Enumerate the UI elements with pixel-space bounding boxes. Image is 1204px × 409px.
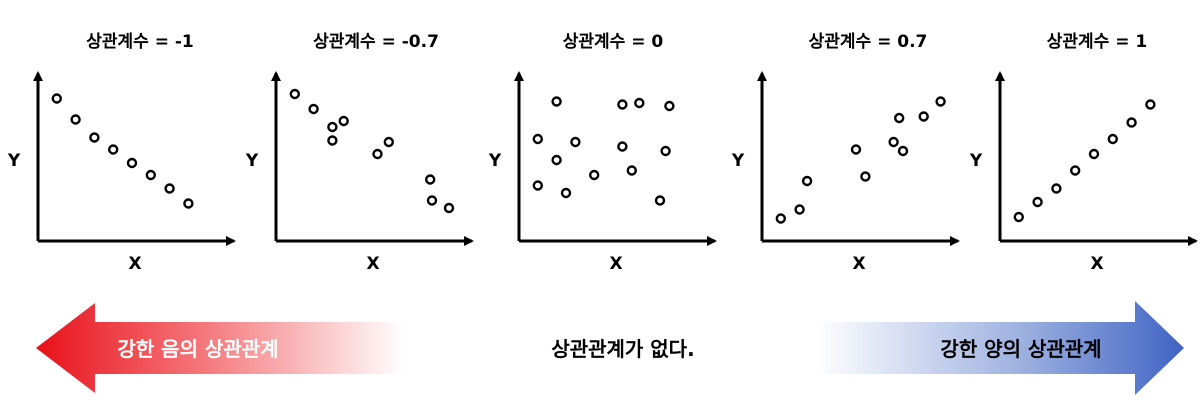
scatter-point	[107, 144, 119, 155]
scatter-panel-3: 상관계수 = 0 Y X	[488, 32, 717, 274]
scatter-point	[372, 148, 383, 160]
chart-title: 상관계수 = 0.7	[809, 32, 928, 52]
scatter-point	[551, 154, 562, 166]
y-axis-label: Y	[7, 151, 21, 171]
y-axis-label: Y	[245, 151, 259, 171]
scatter-point	[308, 103, 319, 115]
scatter-point	[443, 202, 455, 214]
positive-arrow-shape	[815, 301, 1184, 395]
scatter-point	[1088, 148, 1100, 160]
scatter-point	[935, 96, 946, 107]
scatter-point	[654, 195, 666, 206]
scatter-point	[426, 195, 438, 206]
scatter-point	[532, 180, 543, 191]
scatter-point	[1013, 211, 1024, 223]
scatter-point	[801, 175, 813, 187]
negative-correlation-label: 강한 음의 상관관계	[117, 337, 278, 361]
scatter-point	[183, 198, 194, 209]
scatter-point	[664, 100, 675, 112]
scatter-point	[425, 174, 436, 185]
scatter-point	[660, 145, 671, 157]
x-axis-label: X	[609, 254, 622, 274]
scatter-point	[1145, 99, 1156, 110]
scatter-point	[860, 171, 871, 182]
scatter-point	[1069, 165, 1081, 176]
scatter-panel-4: 상관계수 = 0.7Y X	[731, 32, 960, 274]
x-axis-label: X	[852, 254, 865, 274]
scatter-point	[289, 88, 300, 100]
scatter-point	[850, 144, 862, 155]
chart-title: 상관계수 = -1	[86, 32, 194, 52]
scatter-point	[589, 169, 600, 181]
scatter-point	[897, 145, 909, 157]
negative-correlation-arrow: 강한 음의 상관관계	[36, 303, 405, 393]
scatter-point	[1032, 196, 1043, 208]
positive-correlation-arrow: 강한 양의 상관관계	[815, 301, 1184, 395]
x-axis-label: X	[1090, 254, 1103, 274]
scatter-point	[338, 115, 349, 127]
negative-arrow-shape	[36, 303, 405, 393]
scatter-point	[560, 187, 572, 199]
scatter-point	[327, 121, 338, 133]
x-axis-label: X	[128, 254, 141, 274]
scatter-point	[164, 183, 175, 194]
x-axis-label: X	[366, 254, 379, 274]
scatter-point	[327, 135, 338, 146]
scatter-point	[145, 169, 157, 181]
positive-correlation-label: 강한 양의 상관관계	[940, 337, 1101, 361]
y-axis-label: Y	[969, 151, 983, 171]
no-correlation-label: 상관관계가 없다.	[551, 337, 694, 361]
scatter-point	[1126, 117, 1137, 128]
chart-title: 상관계수 = -0.7	[313, 32, 439, 52]
scatter-point	[126, 157, 138, 169]
scatter-point	[775, 213, 786, 224]
scatter-point	[532, 133, 543, 145]
scatter-panel-2: 상관계수 = -0.7Y X	[245, 32, 474, 274]
scatter-panel-5: 상관계수 = 1 Y X	[969, 32, 1198, 274]
scatter-point	[1107, 133, 1119, 145]
scatter-point	[888, 136, 899, 148]
y-axis-label: Y	[488, 151, 502, 171]
scatter-point	[634, 97, 645, 109]
scatter-point	[51, 93, 62, 104]
scatter-point	[551, 96, 562, 107]
scatter-point	[89, 132, 100, 143]
scatter-point	[894, 112, 905, 124]
scatter-point	[70, 114, 81, 125]
y-axis-label: Y	[731, 151, 745, 171]
scatter-point	[617, 99, 628, 110]
scatter-point	[617, 141, 628, 152]
scatter-panel-1: 상관계수 = -1 Y X	[7, 32, 236, 274]
scatter-point	[570, 136, 581, 148]
scatter-point	[794, 204, 805, 215]
scatter-point	[918, 111, 929, 122]
scatter-point	[383, 136, 394, 148]
scatter-point	[1051, 183, 1062, 194]
chart-title: 상관계수 = 0	[563, 32, 664, 52]
scatter-point	[626, 165, 637, 176]
chart-title: 상관계수 = 1	[1047, 32, 1147, 52]
